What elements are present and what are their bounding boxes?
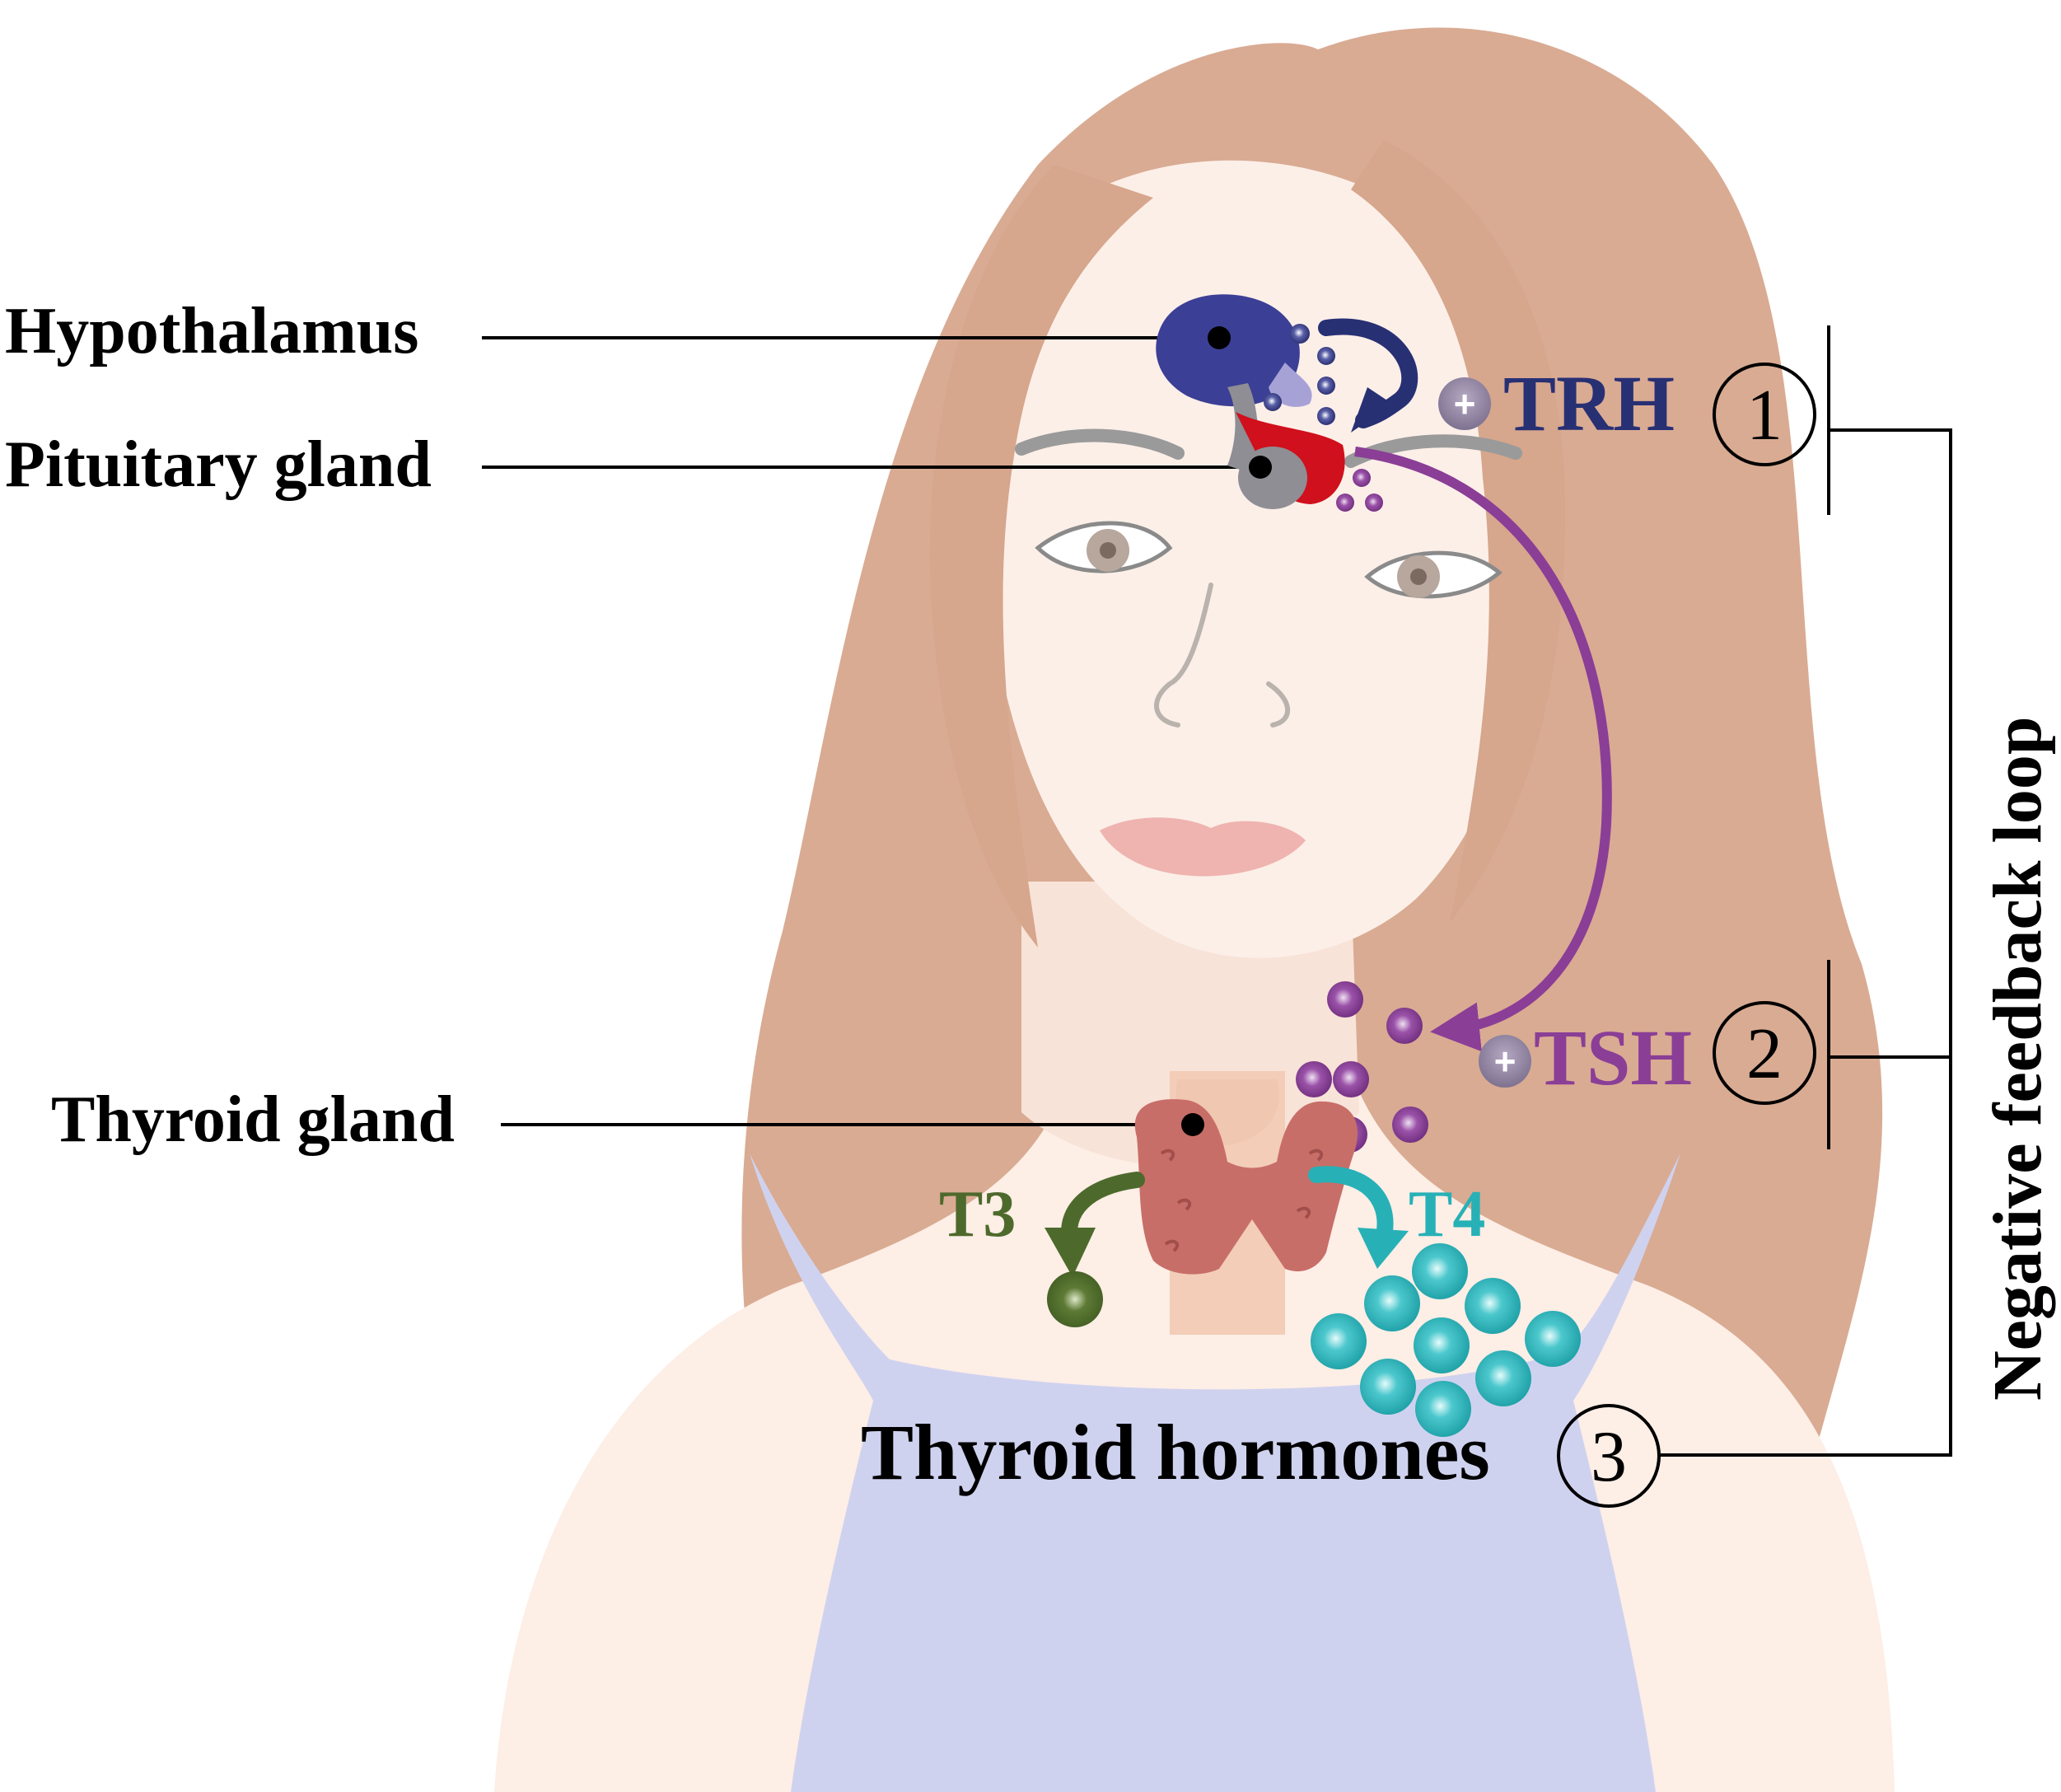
- trh-molecules: [1264, 324, 1335, 425]
- tsh-molecules-source: [1336, 469, 1383, 512]
- svg-text:3: 3: [1591, 1417, 1627, 1497]
- lips: [1100, 817, 1306, 877]
- hair-front-right: [1351, 140, 1565, 923]
- trh-arrow: [1318, 318, 1418, 428]
- trh-plus-badge: +: [1438, 377, 1491, 430]
- pituitary-stalk: [1227, 383, 1258, 474]
- tsh-plus-badge: +: [1479, 1035, 1531, 1088]
- face: [970, 160, 1533, 958]
- hair-front-left: [929, 165, 1153, 947]
- thyroid-gland-shape: [1134, 1099, 1358, 1275]
- hypothalamus-label: Hypothalamus: [5, 295, 418, 367]
- feedback-label: Negative feedback loop: [1979, 716, 2056, 1401]
- hypothalamus-structure: [1156, 294, 1312, 407]
- hypothalamus-pin: [1208, 326, 1231, 349]
- t4-label: T4: [1409, 1178, 1485, 1251]
- trh-arrowhead: [1351, 387, 1392, 433]
- hypothalamus-shape: [1156, 294, 1300, 407]
- pituitary-gray-lobe: [1238, 447, 1307, 509]
- eye-left: [1035, 521, 1173, 573]
- tsh-label: TSH: [1534, 1013, 1692, 1102]
- pituitary-pin: [1249, 456, 1272, 479]
- t3-label: T3: [939, 1178, 1016, 1251]
- svg-text:1: 1: [1746, 376, 1783, 456]
- t4-molecules: [1311, 1243, 1581, 1437]
- step-3-marker: 3: [1557, 1404, 1661, 1508]
- svg-text:+: +: [1494, 1040, 1517, 1083]
- svg-text:2: 2: [1746, 1014, 1783, 1094]
- tsh-arrow: [1354, 447, 1612, 1052]
- t4-arrowhead: [1358, 1228, 1409, 1269]
- nose: [1154, 583, 1291, 728]
- thyroid-hormones-label: Thyroid hormones: [861, 1408, 1490, 1496]
- thyroid-pin: [1181, 1113, 1204, 1136]
- leader-lines: [482, 336, 1260, 1126]
- t3-arrowhead: [1045, 1228, 1096, 1277]
- hypothalamus-lilac: [1269, 363, 1312, 407]
- tank-top: [750, 1153, 1680, 1792]
- step-1-marker: 1: [1713, 363, 1816, 466]
- svg-text:+: +: [1454, 382, 1476, 425]
- t4-arrow: [1308, 1166, 1394, 1244]
- background-figure: [494, 27, 1895, 1792]
- t3-molecule: [1047, 1271, 1103, 1327]
- thyroid-gland-label: Thyroid gland: [51, 1083, 455, 1156]
- eyebrow-left: [1015, 428, 1185, 460]
- trh-label: TRH: [1503, 359, 1675, 447]
- pituitary-label: Pituitary gland: [5, 428, 432, 501]
- eye-right: [1364, 550, 1503, 599]
- feedback-bracket: [1661, 325, 1952, 1457]
- step-2-marker: 2: [1713, 1001, 1816, 1105]
